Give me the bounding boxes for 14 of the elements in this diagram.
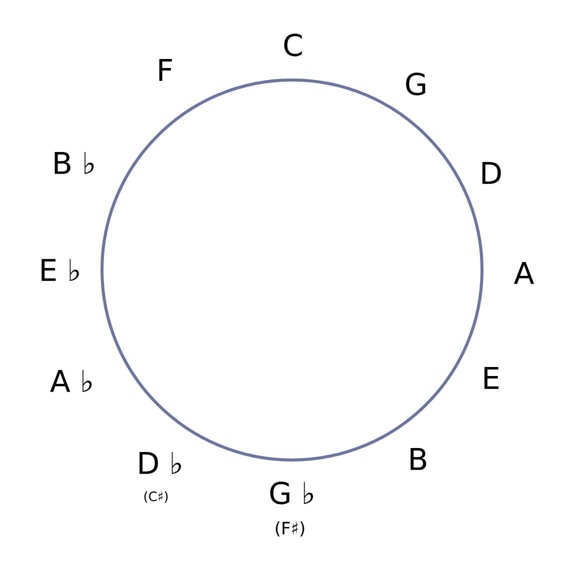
note-name: B ♭ bbox=[54, 152, 94, 174]
note-label: (F♯) bbox=[276, 521, 304, 537]
note-name: G bbox=[406, 72, 426, 96]
note-name: G ♭ bbox=[270, 482, 314, 504]
note-name: D bbox=[482, 162, 501, 184]
note-name: E ♭ bbox=[42, 258, 79, 281]
note-name: A bbox=[514, 262, 534, 284]
note-label: (C♯) bbox=[144, 491, 168, 503]
note-name: C bbox=[284, 34, 302, 56]
note-name: B bbox=[410, 448, 426, 470]
note-name: F bbox=[159, 59, 172, 81]
note-name: E bbox=[484, 367, 499, 389]
note-name: A ♭ bbox=[50, 370, 92, 392]
note-name: D ♭ bbox=[140, 452, 181, 474]
